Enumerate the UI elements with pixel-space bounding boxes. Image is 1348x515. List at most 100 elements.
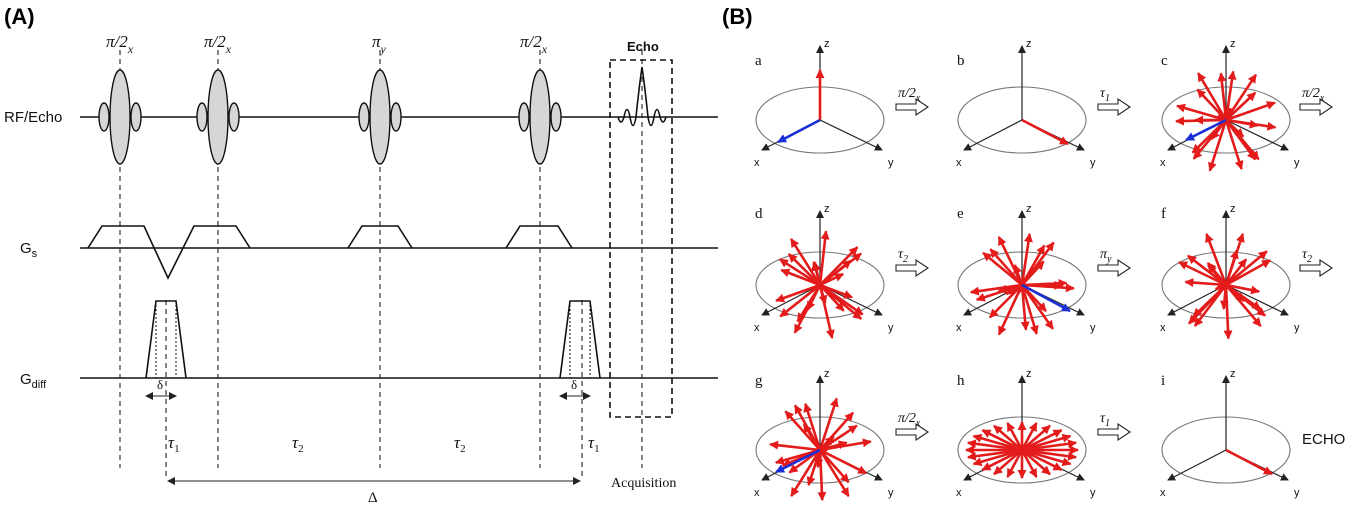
transition-arrow-2: τ1	[1097, 86, 1131, 117]
y-axis-label: y	[1090, 157, 1096, 169]
spin-vector	[806, 284, 822, 311]
spin-vector	[988, 284, 1023, 319]
spin-vector	[1225, 283, 1261, 295]
gdiff-inner-marks	[155, 301, 591, 378]
echo-acquisition-box	[609, 59, 673, 418]
echo-label: Echo	[627, 39, 659, 54]
spin-vector	[1224, 70, 1237, 121]
transition-label: τ1	[1100, 411, 1110, 429]
transition-label: π/2x	[1302, 86, 1325, 104]
magnetization-vector	[1225, 448, 1273, 476]
spin-vector	[1224, 119, 1244, 170]
spin-vector	[1187, 254, 1227, 287]
tau-label-4: τ1	[588, 433, 600, 455]
spin-vector	[1021, 439, 1078, 452]
z-axis-label: z	[1230, 368, 1236, 380]
spin-vector	[1021, 449, 1051, 476]
y-axis	[1225, 284, 1289, 316]
spin-vector	[784, 410, 821, 451]
hollow-arrow-icon	[1097, 97, 1131, 117]
transition-label: τ1	[1100, 86, 1110, 104]
spin-vector	[1017, 284, 1026, 295]
cell-id-label: f	[1161, 206, 1166, 222]
tau-label-3: τ2	[454, 433, 466, 455]
hollow-arrow-icon	[1299, 258, 1333, 278]
z-axis-label: z	[824, 203, 830, 215]
x-axis-label: x	[754, 487, 760, 499]
z-axis-label: z	[1026, 38, 1032, 50]
spin-vector	[1021, 448, 1078, 461]
gdiff-gradients	[145, 300, 601, 379]
spin-vector	[779, 283, 821, 318]
rf-pulse-4	[518, 69, 562, 165]
cell-id-label: i	[1161, 373, 1165, 389]
spin-vector	[1021, 429, 1063, 452]
transition-arrow-7: π/2x	[895, 411, 929, 442]
transition-arrow-8: τ1	[1097, 411, 1131, 442]
transition-arrow-3: π/2x	[1299, 86, 1333, 117]
tau-label-2: τ2	[292, 433, 304, 455]
transition-label: πy	[1100, 247, 1112, 265]
transition-label: τ2	[1302, 247, 1312, 265]
spin-vector	[1224, 119, 1260, 161]
spin-vector	[1006, 422, 1024, 451]
delta-big-label: Δ	[368, 490, 378, 506]
spin-vector	[1020, 449, 1038, 478]
spin-vector	[1021, 448, 1072, 467]
spin-vector	[1184, 278, 1227, 288]
transition-arrow-6: τ2	[1299, 247, 1333, 278]
cell-id-label: d	[755, 206, 763, 222]
hollow-arrow-icon	[895, 422, 929, 442]
spin-vector	[1020, 422, 1038, 451]
spin-vector	[981, 429, 1023, 452]
spin-vector	[1224, 232, 1245, 286]
spin-vector	[981, 448, 1023, 471]
spin-vector	[1225, 259, 1272, 287]
spin-vector	[1197, 72, 1228, 121]
x-axis	[963, 119, 1023, 151]
rf-echo-channel-label: RF/Echo	[4, 109, 62, 126]
spin-vector	[972, 433, 1023, 452]
x-axis	[1167, 449, 1227, 481]
spin-vector	[1224, 258, 1248, 286]
spin-vector	[1206, 262, 1228, 286]
pulse-label-1: π/2x	[106, 32, 134, 56]
reference-vector	[777, 118, 821, 144]
reference-vector	[1021, 283, 1071, 313]
y-axis-label: y	[1294, 157, 1300, 169]
spin-vector	[1021, 260, 1045, 286]
cell-id-label: h	[957, 373, 965, 389]
cell-id-label: c	[1161, 53, 1168, 69]
rf-pulse-3	[358, 69, 402, 165]
spin-vector	[819, 283, 853, 299]
panel-a-label: (A)	[4, 4, 35, 29]
echo-signal	[617, 66, 667, 127]
spin-vector	[1178, 261, 1227, 287]
timing-lines	[119, 50, 643, 480]
delta-small-label-2: δ	[571, 377, 577, 392]
y-axis-label: y	[888, 322, 894, 334]
hollow-arrow-icon	[1097, 422, 1131, 442]
spin-vector	[1210, 119, 1228, 140]
tau-label-1: τ1	[168, 433, 180, 455]
magnetization-vector	[1021, 118, 1069, 146]
x-axis-label: x	[956, 487, 962, 499]
transition-arrow-5: πy	[1097, 247, 1131, 278]
spin-vector	[982, 251, 1023, 287]
y-axis-label: y	[888, 487, 894, 499]
spin-vector	[1205, 233, 1228, 286]
spin-vector	[1219, 284, 1229, 310]
acquisition-label: Acquisition	[611, 476, 676, 491]
rf-pulses	[98, 69, 562, 165]
z-axis-label: z	[824, 368, 830, 380]
spin-vector	[818, 284, 828, 305]
cell-id-label: b	[957, 53, 965, 69]
spin-vector	[769, 440, 821, 452]
hollow-arrow-icon	[1097, 258, 1131, 278]
